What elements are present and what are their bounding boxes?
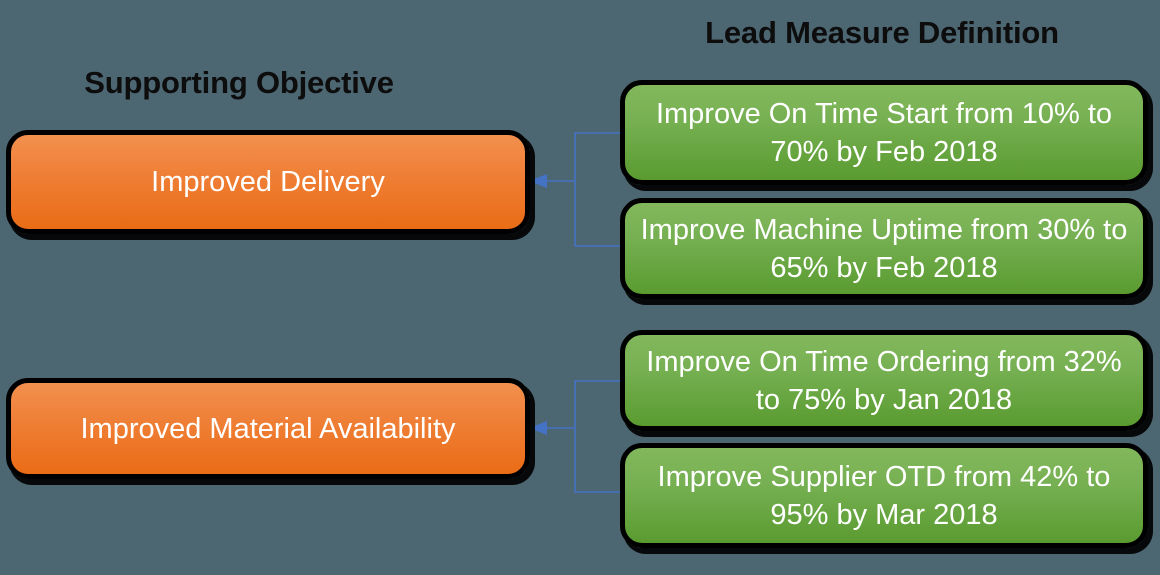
lead-measure-label: Improve On Time Start from 10% to 70% by… [655,97,1113,168]
supporting-objective-column-title: Supporting Objective [84,65,394,100]
lead-measure-label: Improve Machine Uptime from 30% to 65% b… [640,213,1128,284]
lead-measure-box-on-time-ordering[interactable]: Improve On Time Ordering from 32% to 75%… [620,330,1148,431]
supporting-objective-label: Improved Delivery [151,166,385,198]
lead-measure-box-supplier-otd[interactable]: Improve Supplier OTD from 42% to 95% by … [620,443,1148,548]
arrowhead-icon [529,174,547,188]
arrowhead-icon [529,421,547,435]
supporting-objective-box-improved-material-availability[interactable]: Improved Material Availability [6,378,530,479]
supporting-objective-label: Improved Material Availability [80,412,456,445]
lead-measure-definition-column-title: Lead Measure Definition [705,15,1059,50]
lead-measure-box-machine-uptime[interactable]: Improve Machine Uptime from 30% to 65% b… [620,198,1148,299]
lead-measure-label: Improve Supplier OTD from 42% to 95% by … [657,460,1111,531]
lead-measure-box-on-time-start[interactable]: Improve On Time Start from 10% to 70% by… [620,80,1148,185]
supporting-objective-box-improved-delivery[interactable]: Improved Delivery [6,130,530,234]
lead-measure-label: Improve On Time Ordering from 32% to 75%… [646,345,1122,416]
